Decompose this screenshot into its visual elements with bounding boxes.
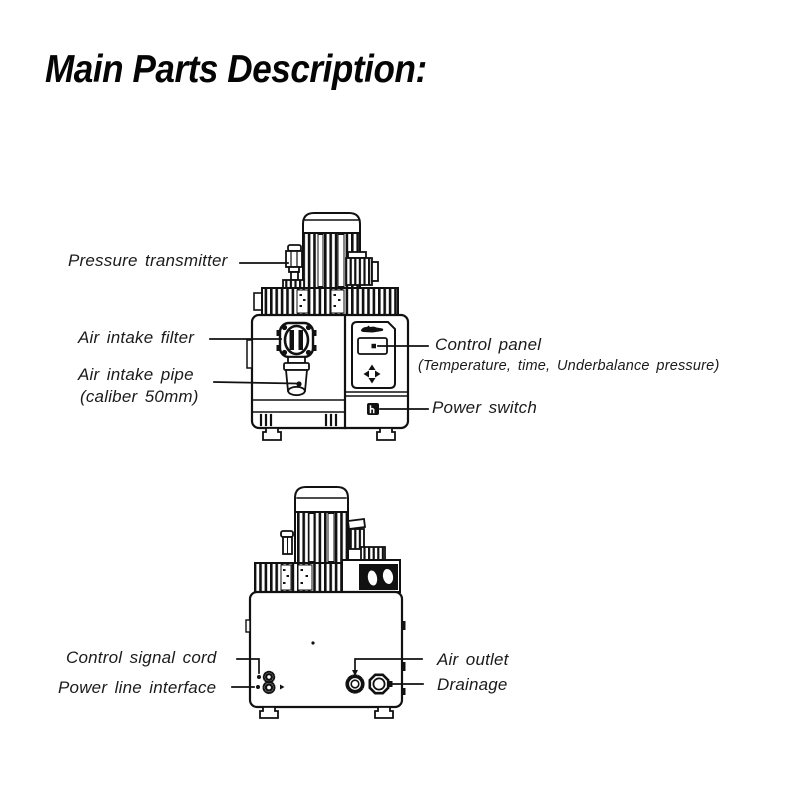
feet-front bbox=[262, 427, 396, 441]
vent-slots bbox=[259, 413, 338, 427]
power-switch-part bbox=[367, 403, 379, 415]
label-pressure-transmitter: Pressure transmitter bbox=[68, 251, 228, 270]
valve-riser-part bbox=[346, 517, 386, 563]
motor-back bbox=[294, 486, 349, 564]
air-outlet-port bbox=[345, 670, 365, 694]
label-drainage: Drainage bbox=[437, 675, 508, 694]
air-intake-pipe-part bbox=[283, 356, 310, 397]
back-view-illustration bbox=[231, 486, 424, 719]
brand-logo-icon bbox=[360, 325, 384, 333]
feet-back bbox=[259, 706, 394, 719]
drainage-port bbox=[368, 673, 393, 695]
front-leader-lines bbox=[209, 262, 429, 410]
label-air-intake-pipe-note: (caliber 50mm) bbox=[80, 387, 199, 406]
label-air-intake-pipe: Air intake pipe bbox=[78, 365, 194, 384]
pressure-transmitter-part bbox=[282, 244, 305, 291]
air-intake-filter-part bbox=[276, 321, 317, 359]
motor-coupling-part bbox=[345, 251, 379, 286]
heat-exchanger-band-front bbox=[253, 287, 399, 316]
manifold-part bbox=[341, 559, 401, 593]
back-leader-lines bbox=[231, 658, 424, 688]
label-air-intake-filter: Air intake filter bbox=[78, 328, 195, 347]
side-knob-part bbox=[280, 530, 294, 555]
control-panel-part bbox=[351, 321, 396, 389]
label-control-panel: Control panel bbox=[435, 335, 542, 354]
navigation-arrows-icon bbox=[363, 364, 381, 384]
heat-exchanger-band-back bbox=[254, 562, 343, 593]
label-power-switch: Power switch bbox=[432, 398, 538, 417]
power-switch-glyph-icon bbox=[369, 405, 375, 414]
label-power-line-interface: Power line interface bbox=[58, 678, 217, 697]
label-air-outlet: Air outlet bbox=[437, 650, 509, 669]
power-line-connector bbox=[256, 681, 285, 694]
label-control-signal-cord: Control signal cord bbox=[66, 648, 217, 667]
page-title: Main Parts Description: bbox=[45, 48, 427, 91]
cabinet-back bbox=[245, 590, 406, 709]
front-view-illustration bbox=[209, 212, 429, 441]
label-control-panel-note: (Temperature, time, Underbalance pressur… bbox=[418, 358, 720, 374]
